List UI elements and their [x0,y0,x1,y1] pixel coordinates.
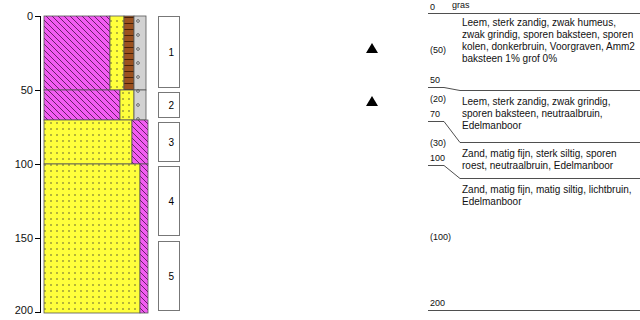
depth-tick: 50 [0,84,33,96]
water-level-marker [366,96,378,106]
depth-label: 100 [430,153,445,163]
layer-number: 2 [168,100,174,111]
layer-boundary [428,14,640,311]
layer-bracket: 3 [158,122,180,162]
layer-bracket: 4 [158,166,180,236]
depth-axis [35,16,41,313]
thickness-label: (100) [430,232,451,242]
depth-tick: 200 [0,304,33,316]
depth-tick: 150 [0,232,33,244]
depth-label: 70 [430,109,440,119]
thickness-label: (50) [430,45,446,55]
layer-description: Zand, matig fijn, matig siltig, lichtbru… [462,184,638,208]
layer-description: Leem, sterk zandig, zwak humeus, zwak gr… [462,17,638,65]
thickness-label: (30) [430,138,446,148]
layer-description: Leem, sterk zandig, zwak grindig, sporen… [462,96,638,132]
layer-number: 1 [168,47,174,58]
layer-bracket: 2 [158,92,180,118]
layer-number: 3 [168,137,174,148]
layer-bracket: 5 [158,241,180,311]
surface-note: gras [452,0,470,10]
depth-tick: 0 [0,10,33,22]
layer-number: 5 [168,271,174,282]
soil-column [44,16,148,313]
layer-number: 4 [168,196,174,207]
depth-tick: 100 [0,158,33,170]
layer-description: Zand, matig fijn, sterk siltig, sporen r… [462,148,638,172]
water-level-marker [366,43,378,53]
thickness-label: (20) [430,94,446,104]
depth-label: 0 [430,2,435,12]
depth-label: 200 [430,298,445,308]
depth-label: 50 [430,75,440,85]
layer-bracket: 1 [158,16,180,88]
